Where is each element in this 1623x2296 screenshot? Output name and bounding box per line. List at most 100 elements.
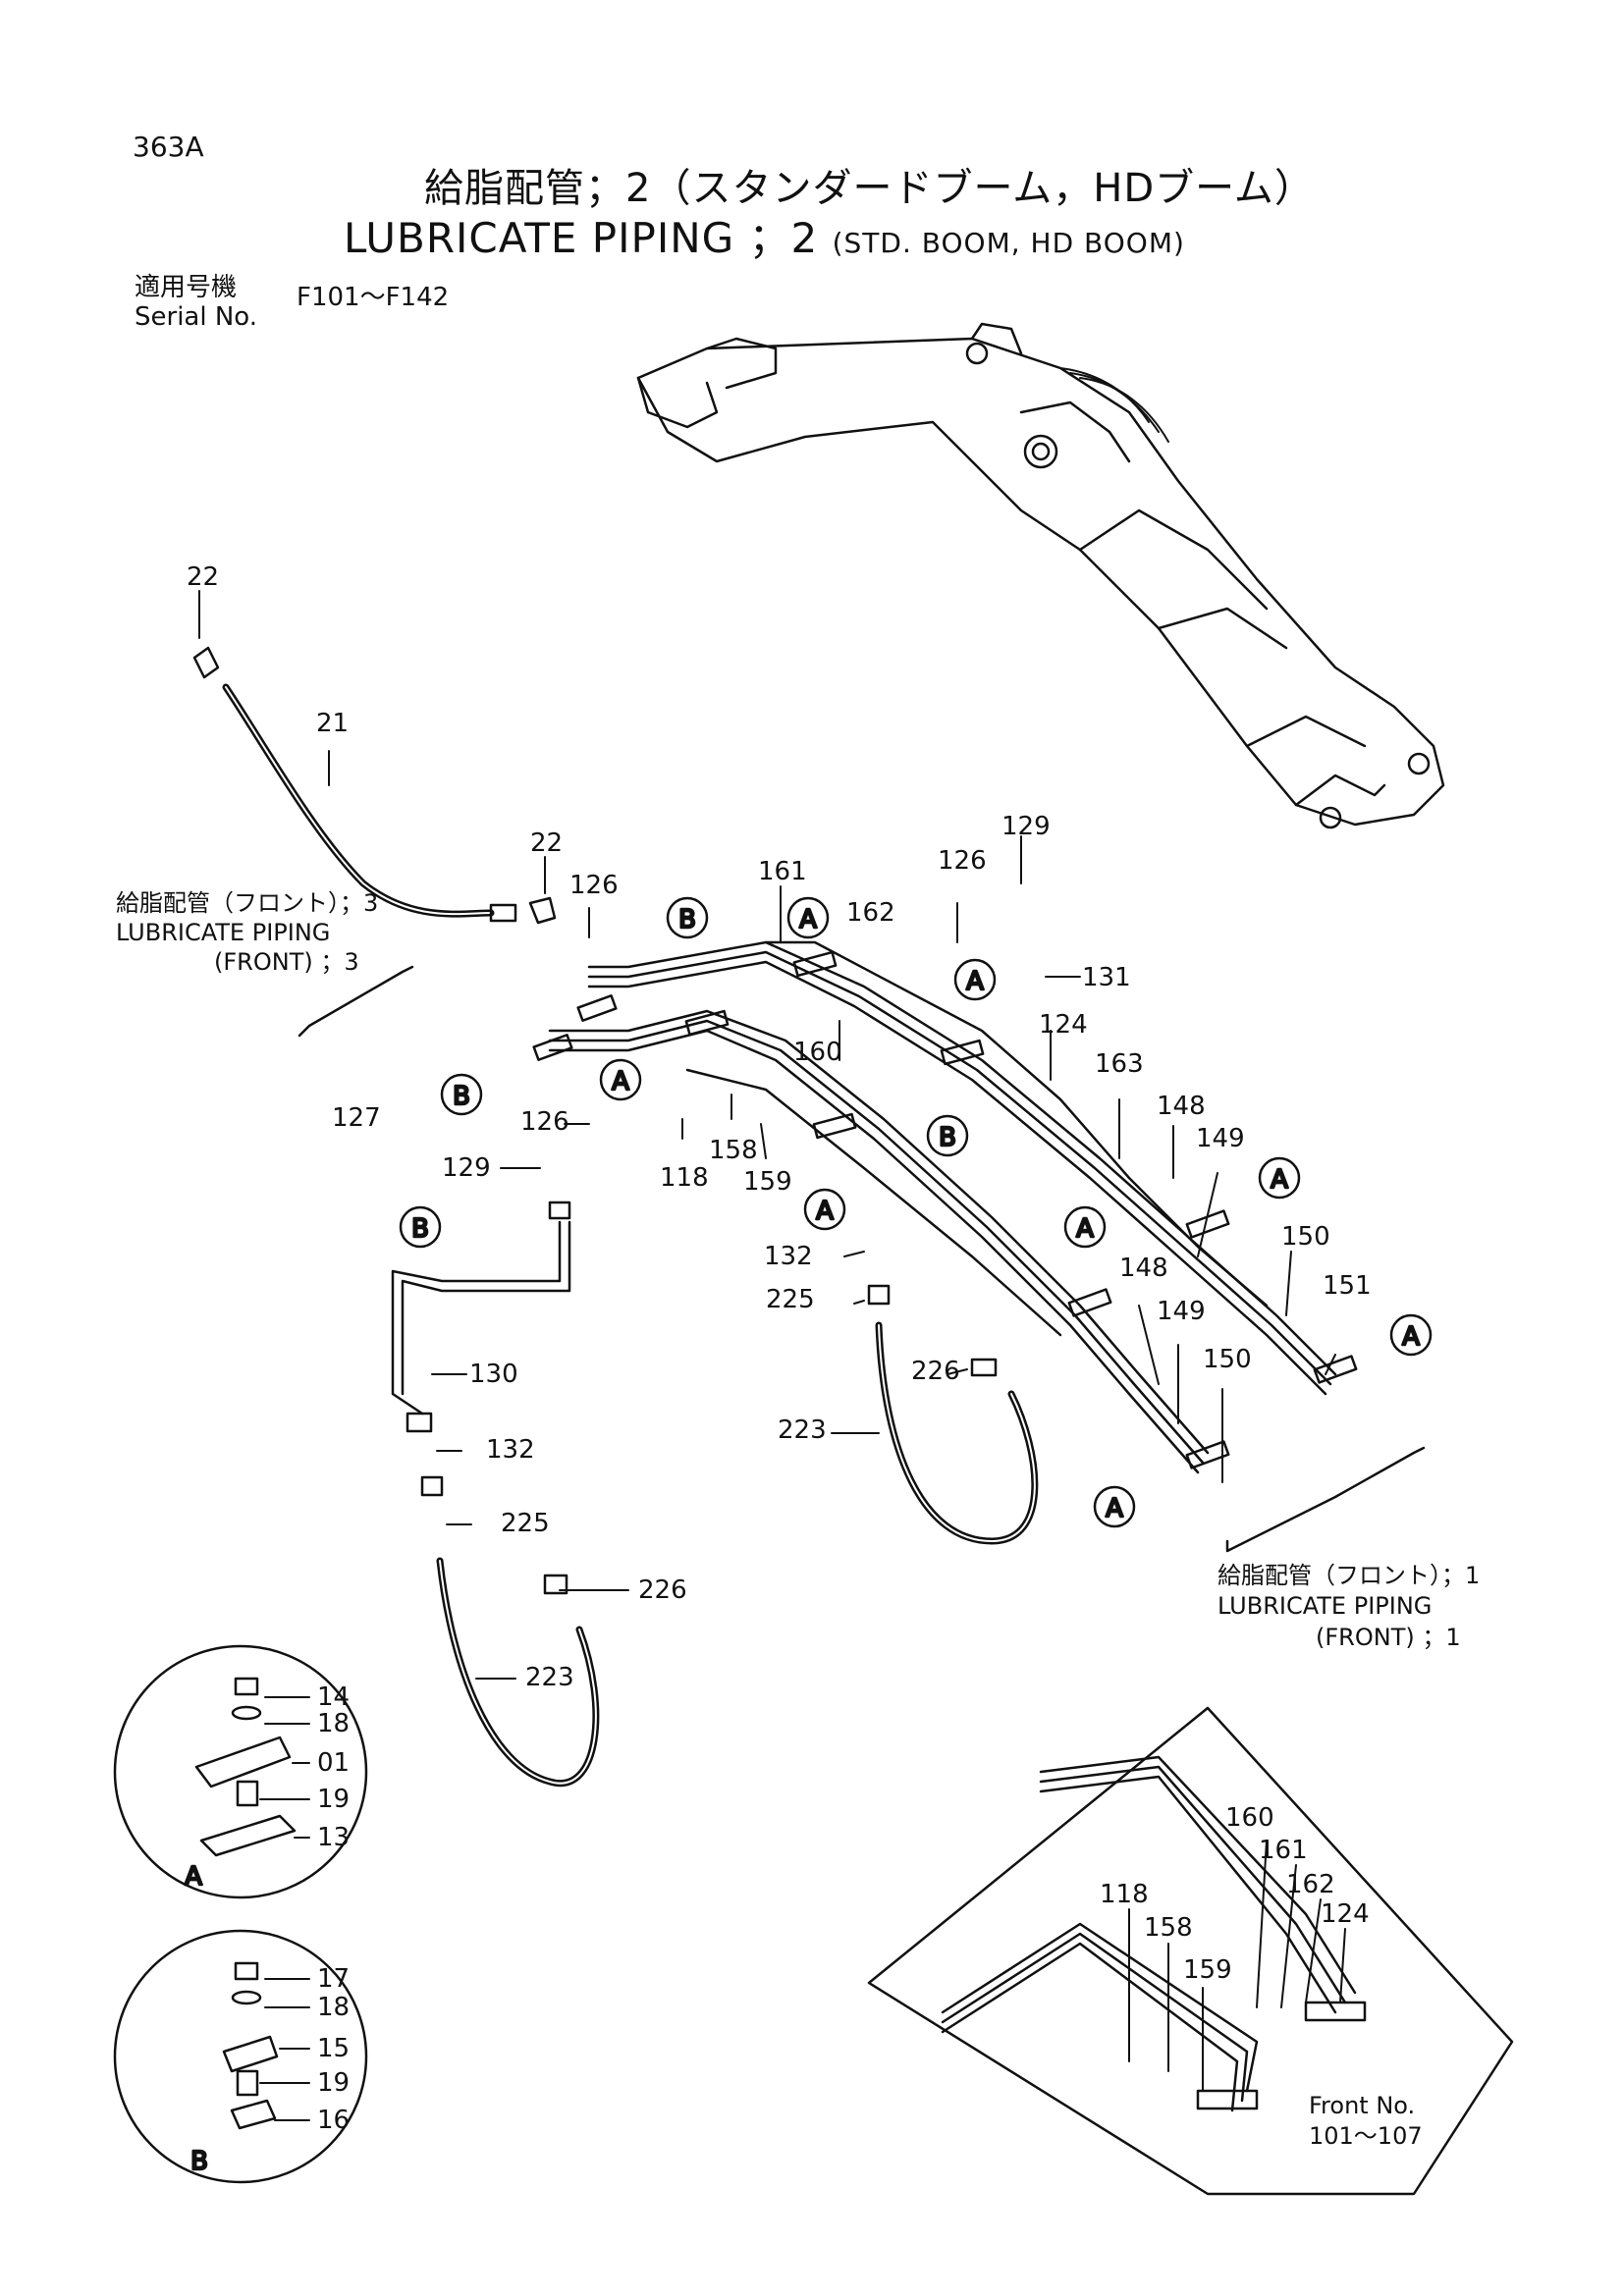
detail-a-part-19: 19 (317, 1785, 350, 1814)
part-148-b: 148 (1119, 1254, 1168, 1283)
part-124: 124 (1039, 1010, 1088, 1040)
callout-b-4 (399, 1205, 442, 1249)
part-150-a: 150 (1281, 1222, 1330, 1252)
note-front3-en2: (FRONT) ；3 (214, 948, 359, 976)
callout-letter-a-8: A (1106, 1494, 1123, 1523)
callout-letter-b-4: B (411, 1214, 429, 1244)
callout-b-1 (666, 896, 709, 939)
detail-a-part-18: 18 (317, 1709, 350, 1738)
serial-label-jp: 適用号機 (135, 273, 238, 302)
part-160: 160 (793, 1038, 842, 1067)
part-149-b: 149 (1157, 1297, 1206, 1326)
serial-label-en: Serial No. (135, 302, 257, 332)
part-225-a: 225 (766, 1285, 815, 1314)
inset-part-118: 118 (1100, 1880, 1149, 1909)
note-front1-en2: (FRONT) ；1 (1316, 1624, 1461, 1651)
callout-letter-b-1: B (678, 905, 696, 934)
part-132-b: 132 (486, 1435, 535, 1465)
hose-223-center (867, 1284, 1039, 1545)
part-127: 127 (332, 1103, 381, 1133)
pipe-bundle-lower (548, 1009, 1210, 1474)
inset-part-160: 160 (1225, 1803, 1274, 1833)
part-129-a: 129 (1001, 812, 1051, 841)
part-22-a: 22 (187, 562, 219, 592)
brace-left (298, 965, 414, 1038)
part-130: 130 (469, 1360, 518, 1389)
detail-b-part-19: 19 (317, 2068, 350, 2098)
callout-letter-b-2: B (453, 1082, 470, 1111)
hose-21-assembly (192, 646, 557, 925)
part-126-a: 126 (569, 871, 619, 900)
inset-part-158: 158 (1144, 1913, 1193, 1943)
note-front1-jp: 給脂配管（フロント）；1 (1217, 1562, 1481, 1589)
part-149-a: 149 (1196, 1124, 1245, 1153)
front-no-value: 101～107 (1309, 2122, 1423, 2150)
callout-letter-a-6: A (1076, 1214, 1094, 1244)
part-131: 131 (1082, 963, 1131, 992)
serial-value: F101～F142 (297, 283, 450, 312)
part-158: 158 (709, 1136, 758, 1165)
pipe-130-hose-223 (391, 1201, 600, 1788)
detail-b-part-15: 15 (317, 2034, 350, 2063)
inset-panel (867, 1706, 1514, 2196)
title-english-main: LUBRICATE PIPING ；2 (344, 214, 819, 262)
leader-lines (198, 590, 1346, 2121)
part-numbers: 22 21 22 126 161 162 126 129 131 124 160… (187, 562, 1372, 2135)
part-226-a: 226 (911, 1357, 960, 1386)
callout-a-1 (786, 896, 830, 939)
callout-a-5 (1258, 1156, 1301, 1200)
callout-letter-a-7: A (1402, 1322, 1420, 1352)
pipe-bundle-upper (587, 940, 1337, 1396)
inset-part-159: 159 (1183, 1955, 1232, 1985)
callout-b-3 (926, 1114, 969, 1157)
callout-a-8 (1093, 1485, 1136, 1528)
part-126-b: 126 (938, 846, 987, 876)
part-148-a: 148 (1157, 1092, 1206, 1121)
title-japanese: 給脂配管；2（スタンダードブーム，HDブーム） (424, 166, 1315, 211)
callout-letter-a-2: A (966, 967, 984, 996)
part-225-b: 225 (501, 1509, 550, 1538)
inset-part-124: 124 (1321, 1899, 1370, 1929)
part-129-b: 129 (442, 1153, 491, 1183)
boom-illustration (636, 322, 1445, 829)
detail-label-b: B (190, 2147, 208, 2176)
detail-a-part-01: 01 (317, 1748, 350, 1778)
detail-circle-b (113, 1929, 368, 2184)
detail-a-part-13: 13 (317, 1823, 350, 1852)
part-151: 151 (1323, 1271, 1372, 1301)
callout-letter-b-3: B (939, 1123, 956, 1152)
note-front3-en: LUBRICATE PIPING (116, 919, 331, 946)
callout-b-2 (440, 1073, 483, 1116)
part-223-a: 223 (778, 1415, 827, 1445)
detail-b-part-18: 18 (317, 1993, 350, 2022)
part-161: 161 (758, 857, 807, 886)
detail-circle-a (113, 1644, 368, 1899)
callout-letter-a-4: A (816, 1197, 834, 1226)
callout-letter-a-1: A (799, 905, 817, 934)
brace-right (1225, 1446, 1426, 1553)
detail-a-part-14: 14 (317, 1682, 350, 1712)
part-21: 21 (316, 709, 349, 738)
note-front1-en: LUBRICATE PIPING (1217, 1592, 1433, 1620)
note-front3-jp: 給脂配管（フロント）；3 (116, 889, 379, 917)
part-126-c: 126 (520, 1107, 569, 1137)
callout-a-3 (599, 1058, 642, 1101)
inset-part-161: 161 (1259, 1836, 1308, 1865)
callout-letter-a-5: A (1271, 1165, 1288, 1195)
clamps (532, 950, 1358, 1469)
page-code: 363A (133, 131, 204, 163)
part-22-b: 22 (530, 828, 563, 858)
part-132-a: 132 (764, 1242, 813, 1271)
title-english-sub: (STD. BOOM, HD BOOM) (832, 227, 1185, 259)
callout-a-4 (803, 1188, 846, 1231)
detail-label-a: A (185, 1862, 202, 1892)
part-118: 118 (660, 1163, 709, 1193)
part-226-b: 226 (638, 1575, 687, 1605)
part-162: 162 (846, 898, 895, 928)
part-159: 159 (743, 1167, 792, 1197)
detail-b-part-16: 16 (317, 2106, 350, 2135)
part-150-b: 150 (1203, 1345, 1252, 1374)
callout-a-7 (1389, 1313, 1433, 1357)
inset-part-162: 162 (1286, 1870, 1335, 1899)
